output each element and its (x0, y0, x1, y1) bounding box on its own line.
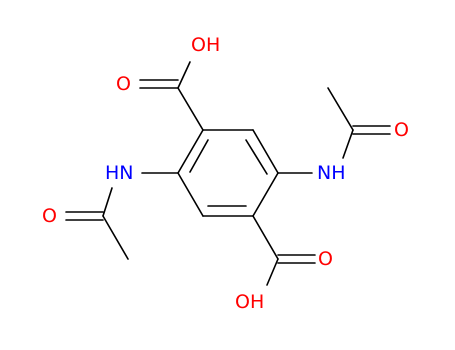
atom-label-o-bottom: O (318, 248, 333, 270)
bond (342, 129, 354, 159)
ring-bond (252, 129, 279, 174)
bond (102, 187, 113, 217)
ring-bond (252, 172, 279, 217)
atom-label-oh-bottom: OH (235, 291, 264, 313)
ring-double-bond (245, 139, 268, 175)
bond (177, 61, 191, 89)
atom-label-o-right: O (394, 119, 409, 141)
carboxyl-top (139, 61, 204, 131)
acetamido-right (277, 87, 391, 174)
bond (327, 87, 354, 131)
atom-label-oh-top: OH (191, 34, 220, 56)
carboxyl-bottom (252, 215, 316, 286)
ring-double-bond (189, 139, 209, 173)
atom-label-o-left: O (42, 205, 57, 227)
atom-label-nh-right: NH (317, 162, 346, 184)
benzene-ring (177, 129, 279, 217)
bond (266, 258, 279, 286)
acetamido-left (65, 172, 179, 260)
atom-label-o-top: O (116, 73, 131, 95)
bond (102, 215, 129, 260)
ring-bond (177, 129, 204, 174)
ring-bond (177, 172, 204, 217)
bond (252, 215, 279, 260)
atom-label-nh-left: HN (105, 162, 134, 184)
bond (177, 87, 204, 131)
